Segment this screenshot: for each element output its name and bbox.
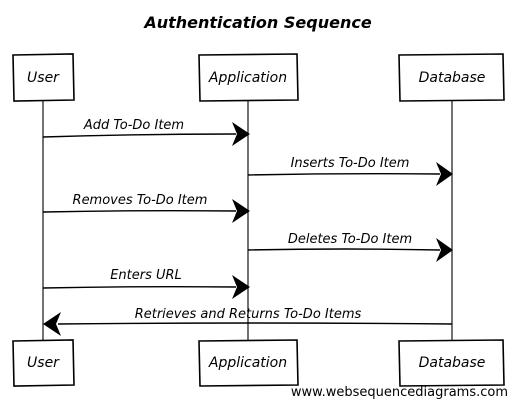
message-label: Deletes To-Do Item [288, 232, 412, 247]
message-inserts-todo-item: Inserts To-Do Item [247, 156, 453, 186]
watermark-link[interactable]: www.websequencediagrams.com [290, 385, 508, 400]
message-deletes-todo-item: Deletes To-Do Item [247, 232, 453, 262]
participant-database-bottom: Database [398, 339, 505, 387]
participant-application-bottom: Application [198, 339, 299, 387]
message-label: Retrieves and Returns To-Do Items [135, 307, 362, 322]
participant-database-top: Database [398, 53, 505, 102]
message-label: Enters URL [110, 268, 182, 283]
participant-application-label: Application [208, 355, 287, 371]
participant-user-bottom: User [12, 339, 75, 387]
participant-user-label: User [27, 355, 60, 371]
participant-database-label: Database [419, 355, 486, 371]
message-label: Removes To-Do Item [73, 193, 208, 208]
participant-user-label: User [27, 70, 60, 86]
participant-user-top: User [12, 53, 75, 102]
message-enters-url: Enters URL [42, 268, 250, 299]
message-label: Add To-Do Item [83, 118, 184, 133]
message-retrieves-and-returns-todo-items: Retrieves and Returns To-Do Items [43, 307, 453, 336]
participant-database-label: Database [419, 70, 486, 86]
diagram-title: Authentication Sequence [142, 13, 372, 32]
participant-application-top: Application [198, 53, 299, 102]
message-label: Inserts To-Do Item [291, 156, 410, 171]
participant-application-label: Application [208, 70, 287, 86]
message-add-todo-item: Add To-Do Item [42, 118, 250, 146]
message-removes-todo-item: Removes To-Do Item [42, 193, 250, 223]
